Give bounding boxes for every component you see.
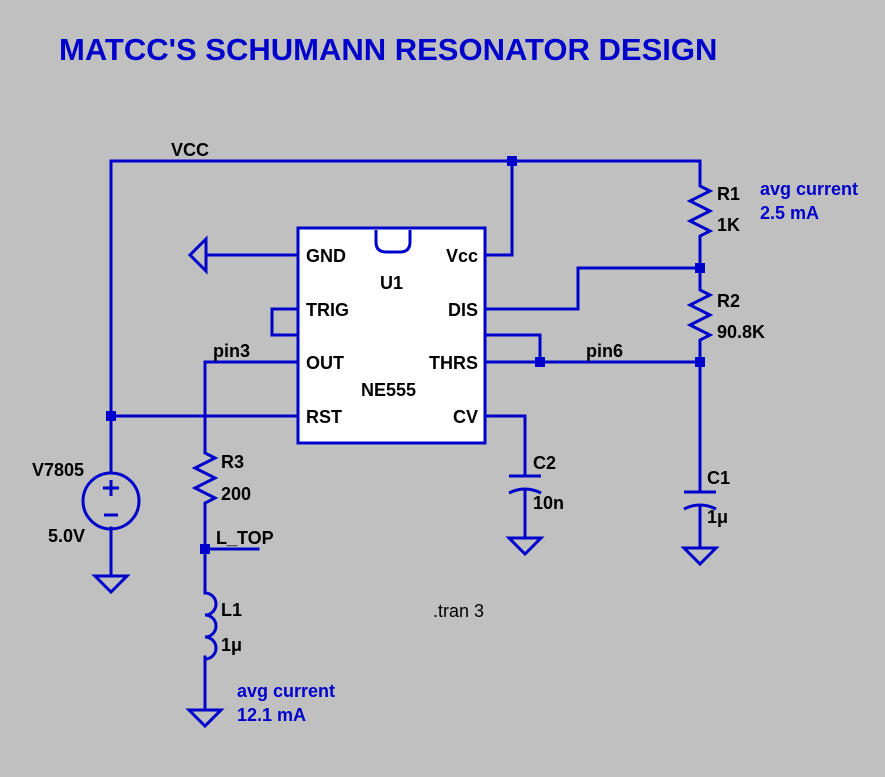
ground-icon <box>185 708 225 729</box>
pin-label-cv: CV <box>453 407 478 427</box>
r3-value-label: 200 <box>221 484 251 504</box>
schematic-title: MATCC'S SCHUMANN RESONATOR DESIGN <box>59 32 717 67</box>
r2-resistor-symbol <box>686 285 714 343</box>
pin3-wire <box>203 360 300 450</box>
ground-icon <box>91 574 131 595</box>
chip-body <box>296 226 487 445</box>
junction-dot <box>535 357 545 367</box>
junctions <box>106 156 705 554</box>
net-label-vcc: VCC <box>171 140 209 160</box>
l1-inductor-symbol <box>204 591 218 661</box>
vcc-rail-wire <box>109 159 702 475</box>
l1-current-annotation-line1: avg current <box>237 681 335 701</box>
pin-label-dis: DIS <box>448 300 478 320</box>
vcc-to-chip-wire <box>483 159 514 257</box>
vsrc-ref-label: V7805 <box>32 460 84 480</box>
pin-label-trig: TRIG <box>306 300 349 320</box>
junction-dot <box>106 411 116 421</box>
r3-resistor-symbol <box>191 448 219 508</box>
r1-ref-label: R1 <box>717 184 740 204</box>
r2-value-label: 90.8K <box>717 322 765 342</box>
tran-directive: .tran 3 <box>433 601 484 621</box>
cv-wire <box>483 414 527 478</box>
trig-loop-wire <box>270 307 542 364</box>
c1-ref-label: C1 <box>707 468 730 488</box>
voltage-source-symbol <box>81 471 141 531</box>
dis-wire <box>483 238 702 311</box>
l1-current-annotation-line2: 12.1 mA <box>237 705 306 725</box>
c2-capacitor-symbol <box>508 474 542 495</box>
ground-icon <box>505 536 545 557</box>
pin-label-rst: RST <box>306 407 342 427</box>
pin-label-thrs: THRS <box>429 353 478 373</box>
r1-current-annotation-line1: avg current <box>760 179 858 199</box>
chip-ref-label: U1 <box>380 273 403 293</box>
net-label-pin3: pin3 <box>213 341 250 361</box>
r2-ref-label: R2 <box>717 291 740 311</box>
chip-notch <box>374 230 412 254</box>
chip-part-label: NE555 <box>361 380 416 400</box>
ground-icon <box>187 235 208 275</box>
junction-dot <box>695 357 705 367</box>
l1-value-label: 1μ <box>221 635 242 655</box>
junction-dot <box>507 156 517 166</box>
junction-dot <box>695 263 705 273</box>
pin-label-vcc: Vcc <box>446 246 478 266</box>
vsrc-value-label: 5.0V <box>48 526 85 546</box>
ne555-chip: GND Vcc U1 TRIG DIS OUT THRS NE555 RST C… <box>296 226 487 445</box>
r3-ref-label: R3 <box>221 452 244 472</box>
c1-capacitor-symbol <box>683 490 717 511</box>
l1-ref-label: L1 <box>221 600 242 620</box>
net-label-pin6: pin6 <box>586 341 623 361</box>
net-label-l-top: L_TOP <box>216 528 274 548</box>
c2-ref-label: C2 <box>533 453 556 473</box>
r1-current-annotation-line2: 2.5 mA <box>760 203 819 223</box>
pin-label-out: OUT <box>306 353 344 373</box>
r1-value-label: 1K <box>717 215 740 235</box>
c1-value-label: 1μ <box>707 507 728 527</box>
r1-resistor-symbol <box>686 181 714 240</box>
junction-dot <box>200 544 210 554</box>
ground-icon <box>680 546 720 567</box>
c2-value-label: 10n <box>533 493 564 513</box>
pin-label-gnd: GND <box>306 246 346 266</box>
